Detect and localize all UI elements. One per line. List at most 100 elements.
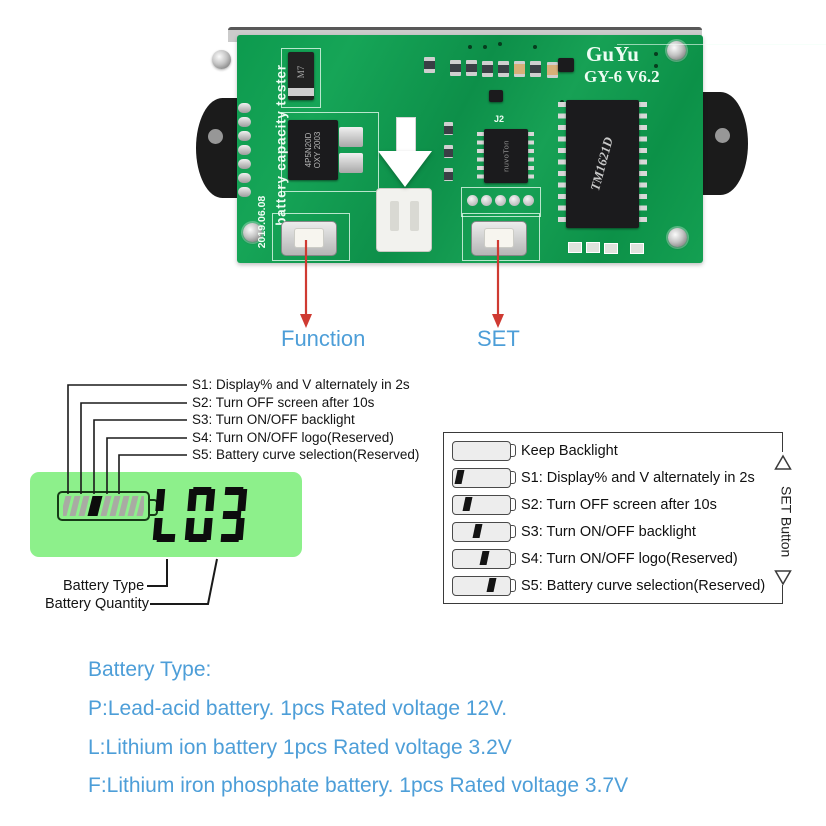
resistor [530, 61, 541, 77]
mode-label: S4: Turn ON/OFF logo(Reserved) [521, 550, 738, 567]
mosfet-part-number: 4P5N20D [304, 132, 313, 168]
screw [212, 50, 231, 69]
mode-note-s3: S3: Turn ON/OFF backlight [192, 412, 355, 427]
connector-slot [390, 201, 399, 231]
solder-pad [467, 195, 478, 206]
mode-label: Keep Backlight [521, 442, 618, 459]
battery-type-title: Battery Type: [88, 658, 212, 681]
via [483, 45, 487, 49]
transistor [489, 90, 503, 102]
battery-level-icon [452, 521, 516, 542]
set-button-cap [484, 228, 514, 248]
resistor [498, 61, 509, 77]
resistor [466, 60, 477, 76]
solder-pad [523, 195, 534, 206]
capacitor [547, 62, 558, 78]
silkscreen-box [281, 48, 321, 108]
table-row: S1: Display% and V alternately in 2s [452, 466, 782, 490]
mosfet-pad [339, 153, 363, 173]
chip-ref-label: J2 [494, 114, 505, 124]
chip-pins [558, 102, 567, 228]
mosfet-date-code: OXY 2003 [313, 131, 322, 169]
solder-pad [568, 242, 582, 253]
battery-type-label: Battery Type [63, 578, 145, 594]
capacitor [514, 61, 525, 77]
screw [668, 228, 687, 247]
mode-note-s1: S1: Display% and V alternately in 2s [192, 377, 410, 392]
mode-note-s5: S5: Battery curve selection(Reserved) [192, 447, 420, 462]
function-button [281, 221, 337, 256]
resistor [444, 168, 453, 181]
down-arrow-icon [378, 151, 432, 187]
battery-level-icon [452, 494, 516, 515]
silkscreen-line [617, 44, 826, 45]
silkscreen-box [462, 213, 540, 261]
table-row: Keep Backlight [452, 439, 782, 463]
mode-label: S3: Turn ON/OFF backlight [521, 523, 696, 540]
table-row: S3: Turn ON/OFF backlight [452, 520, 782, 544]
resistor [482, 61, 493, 77]
solder-pad [238, 117, 251, 127]
set-button-side-label: SET Button [777, 474, 796, 570]
solder-pad [509, 195, 520, 206]
via [533, 45, 537, 49]
seven-segment-digit [184, 487, 216, 542]
model-text: GY-6 V6.2 [584, 67, 660, 86]
set-callout-label: SET [477, 326, 520, 351]
mcu-brand-label: nuvoTon [501, 140, 511, 172]
silkscreen-box [461, 187, 541, 217]
battery-type-line-p: P:Lead-acid battery. 1pcs Rated voltage … [88, 697, 508, 720]
mounting-hole [715, 128, 730, 143]
mounting-ear-right [698, 92, 748, 195]
resistor [424, 57, 435, 73]
battery-gauge-bars [63, 496, 144, 516]
chip-pins [527, 132, 534, 180]
solder-pad [238, 187, 251, 197]
via [468, 45, 472, 49]
pcb-board: battery capacity tester 2019.06.08 M7 4P… [212, 35, 826, 263]
via [654, 64, 658, 68]
lcd-driver-label: TM1621D [587, 135, 616, 193]
lcd-reading [152, 487, 248, 542]
function-button-cap [294, 228, 324, 248]
mosfet-component: 4P5N20D OXY 2003 [288, 120, 338, 180]
function-callout-label: Function [281, 326, 366, 351]
silkscreen-date: 2019.06.08 [256, 195, 268, 249]
table-row: S4: Turn ON/OFF logo(Reserved) [452, 547, 782, 571]
jst-connector [376, 188, 432, 252]
down-arrow-icon [396, 117, 416, 155]
battery-level-icon [452, 575, 516, 596]
battery-type-line-l: L:Lithium ion battery 1pcs Rated voltage… [88, 736, 512, 759]
solder-pad [238, 103, 251, 113]
resistor [444, 122, 453, 135]
silkscreen-box [272, 213, 350, 261]
table-row: S2: Turn OFF screen after 10s [452, 493, 782, 517]
mode-label: S2: Turn OFF screen after 10s [521, 496, 717, 513]
lcd-display [30, 472, 302, 557]
solder-pad [238, 159, 251, 169]
battery-level-icon [452, 467, 516, 488]
battery-gauge-icon [57, 491, 158, 521]
screw [243, 223, 262, 242]
mounting-hole [208, 129, 223, 144]
solder-pad [481, 195, 492, 206]
solder-pad [238, 145, 251, 155]
brand-text: GuYu [586, 42, 639, 66]
resistor [444, 145, 453, 158]
solder-pad [630, 243, 644, 254]
solder-pad [495, 195, 506, 206]
battery-quantity-label: Battery Quantity [45, 596, 149, 612]
mosfet-label: 4P5N20D OXY 2003 [304, 132, 322, 169]
solder-pad [586, 242, 600, 253]
connector-slot [410, 201, 419, 231]
diode-label: M7 [296, 65, 306, 79]
battery-quantity-line [150, 558, 218, 605]
mode-label: S5: Battery curve selection(Reserved) [521, 577, 766, 594]
mode-label: S1: Display% and V alternately in 2s [521, 469, 755, 486]
battery-level-icon [452, 548, 516, 569]
via [654, 52, 658, 56]
seven-segment-digit [217, 487, 248, 542]
via [498, 42, 502, 46]
seven-segment-digit [152, 487, 184, 542]
